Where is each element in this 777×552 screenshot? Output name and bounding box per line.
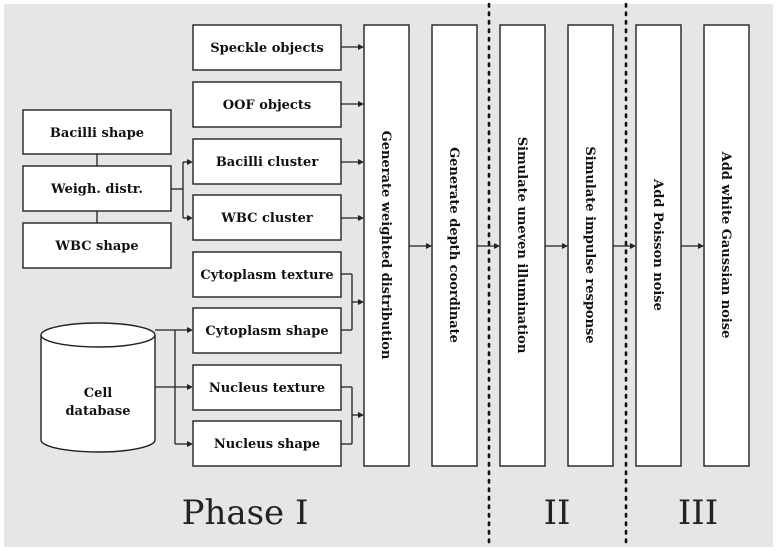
label-simulate-impulse-response: Simulate impulse response xyxy=(582,146,597,343)
box-nucleus-texture: Nucleus texture xyxy=(192,364,342,411)
label-wbc-shape: WBC shape xyxy=(54,239,138,254)
label-oof-objects: OOF objects xyxy=(223,98,311,113)
box-bacilli-cluster: Bacilli cluster xyxy=(192,138,342,185)
phase-3-label: III xyxy=(678,493,718,533)
arrowhead-step-5 xyxy=(630,243,636,249)
arrowhead-bacilli-cluster xyxy=(187,159,193,165)
label-nucleus-texture: Nucleus texture xyxy=(209,381,325,396)
label-add-poisson-noise: Add Poisson noise xyxy=(650,178,665,311)
arrowhead-step-3 xyxy=(494,243,500,249)
arrowhead-bacilli-gwd xyxy=(358,159,364,165)
label-simulate-uneven-illumination: Simulate uneven illumination xyxy=(514,137,529,354)
box-simulate-uneven-illumination: Simulate uneven illumination xyxy=(499,24,546,467)
label-cell-database-1: Cell xyxy=(84,386,113,401)
arrowhead-speckle xyxy=(358,44,364,50)
arrowhead-wbc-gwd xyxy=(358,215,364,221)
label-speckle-objects: Speckle objects xyxy=(210,41,323,56)
box-add-poisson-noise: Add Poisson noise xyxy=(635,24,682,467)
label-bacilli-shape: Bacilli shape xyxy=(50,126,144,141)
phase-2-label: II xyxy=(544,493,571,533)
box-simulate-impulse-response: Simulate impulse response xyxy=(567,24,614,467)
box-nucleus-shape: Nucleus shape xyxy=(192,420,342,467)
cell-database-icon: Cell database xyxy=(40,322,156,453)
arrowhead-step-6 xyxy=(698,243,704,249)
box-bacilli-shape: Bacilli shape xyxy=(22,109,172,155)
arrowhead-oof xyxy=(358,101,364,107)
box-cytoplasm-shape: Cytoplasm shape xyxy=(192,307,342,354)
label-cell-database-2: database xyxy=(65,404,130,419)
label-generate-depth-coordinate: Generate depth coordinate xyxy=(446,147,461,343)
arrowhead-wbc-cluster xyxy=(187,215,193,221)
label-wbc-cluster: WBC cluster xyxy=(220,211,313,226)
arrowhead-nuc xyxy=(358,412,364,418)
box-cytoplasm-texture: Cytoplasm texture xyxy=(192,251,342,298)
label-add-white-gaussian-noise: Add white Gaussian noise xyxy=(718,151,733,339)
label-bacilli-cluster: Bacilli cluster xyxy=(216,155,319,170)
arrowhead-cyto xyxy=(358,299,364,305)
arrowhead-nucleus-texture xyxy=(187,384,193,390)
arrowhead-step-2 xyxy=(426,243,432,249)
label-generate-weighted-distribution: Generate weighted distribution xyxy=(378,131,393,360)
phase-1-label: Phase I xyxy=(182,493,309,533)
arrowhead-nucleus-shape xyxy=(187,441,193,447)
label-cytoplasm-texture: Cytoplasm texture xyxy=(200,268,333,283)
box-add-white-gaussian-noise: Add white Gaussian noise xyxy=(703,24,750,467)
box-wbc-cluster: WBC cluster xyxy=(192,194,342,241)
arrowhead-cytoplasm-shape xyxy=(187,327,193,333)
box-generate-depth-coordinate: Generate depth coordinate xyxy=(431,24,478,467)
label-nucleus-shape: Nucleus shape xyxy=(214,437,320,452)
label-weigh-distr: Weigh. distr. xyxy=(50,182,143,197)
box-oof-objects: OOF objects xyxy=(192,81,342,128)
box-speckle-objects: Speckle objects xyxy=(192,24,342,71)
box-wbc-shape: WBC shape xyxy=(22,222,172,269)
box-generate-weighted-distribution: Generate weighted distribution xyxy=(363,24,410,467)
label-cytoplasm-shape: Cytoplasm shape xyxy=(205,324,328,339)
arrowhead-step-4 xyxy=(562,243,568,249)
box-weigh-distr: Weigh. distr. xyxy=(22,165,172,212)
